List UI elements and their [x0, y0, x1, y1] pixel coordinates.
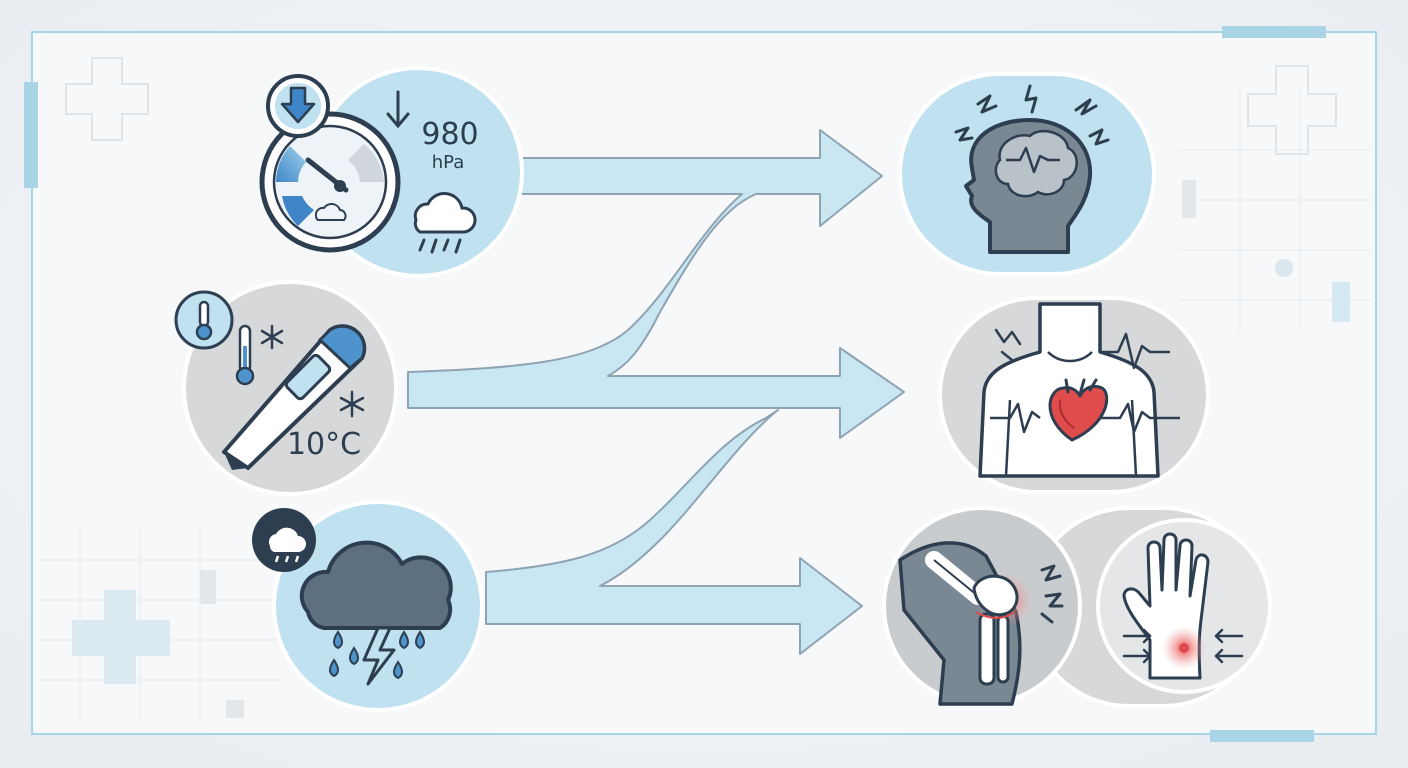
thermometer-icon: [222, 324, 367, 470]
knee-joint-icon: [898, 541, 1032, 706]
effect-joint-pain: [882, 506, 1272, 708]
pressure-value: 980: [421, 117, 478, 152]
storm-cloud-icon: [299, 540, 453, 630]
small-thermometer-badge-icon: [174, 290, 234, 350]
effect-heart: [938, 296, 1210, 494]
pain-zigzag-icon: [1040, 564, 1064, 624]
heartbeat-line-icon: [990, 328, 1180, 434]
pain-zigzag-icon: [954, 84, 1110, 146]
storm-cloud-badge-icon: [252, 508, 316, 572]
arrow-pressure-to-heart: [407, 129, 905, 439]
cause-pressure: 980 hPa: [259, 66, 524, 278]
raindrop-icon: [329, 630, 425, 680]
decorative-crosses: [65, 57, 1337, 155]
temperature-value: 10°C: [287, 427, 361, 462]
lightning-icon: [362, 626, 396, 686]
pressure-drop-icon: [266, 74, 330, 138]
cause-temperature: 10°C: [174, 280, 398, 496]
effect-headache: [898, 72, 1156, 276]
head-brain-icon: [964, 118, 1093, 254]
arrow-weather-to-joints: [485, 409, 863, 655]
rain-cloud-icon: [413, 192, 477, 254]
cause-weather: [252, 500, 484, 712]
thermometer-gauge-icon: [235, 324, 255, 386]
down-arrow-icon: [386, 90, 410, 129]
decorative-blocks: [72, 180, 1350, 718]
snowflake-icon: [260, 324, 365, 418]
pressure-unit: hPa: [432, 152, 464, 173]
heart-icon: [1048, 378, 1109, 442]
barometer-icon: [259, 111, 401, 253]
pain-point-icon: [1122, 626, 1244, 670]
